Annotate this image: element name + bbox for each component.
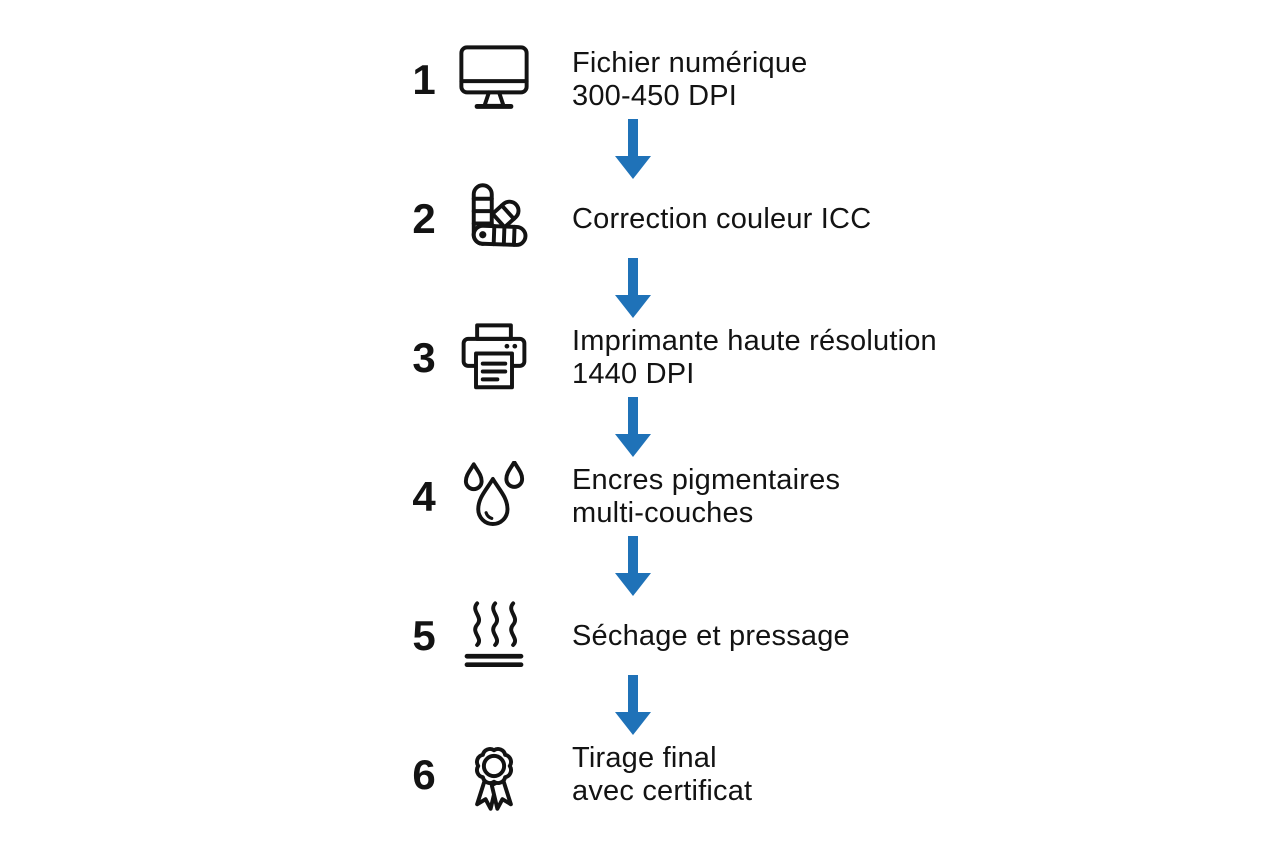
step-label: Tirage final avec certificat bbox=[572, 742, 752, 808]
step-label-line2: 1440 DPI bbox=[572, 358, 695, 390]
step-label: Encres pigmentaires multi-couches bbox=[572, 464, 840, 530]
step-label: Fichier numérique 300-450 DPI bbox=[572, 47, 808, 113]
step-label-line1: Tirage final bbox=[572, 742, 717, 774]
step-label-line2: 300-450 DPI bbox=[572, 80, 738, 112]
arrow-down-icon bbox=[615, 119, 651, 179]
step-label-line2: avec certificat bbox=[572, 775, 753, 807]
ink-drops-icon bbox=[463, 461, 525, 526]
step-number: 3 bbox=[412, 334, 436, 381]
process-step: 3 Imprimante haute résolution 1440 DPI bbox=[402, 322, 937, 394]
flow-arrow-row bbox=[402, 255, 937, 322]
process-step: 1 Fichier numérique 300-450 DPI bbox=[402, 44, 937, 116]
monitor-icon bbox=[459, 45, 529, 109]
step-icon bbox=[452, 600, 536, 672]
step-number: 4 bbox=[412, 473, 436, 520]
heat-icon bbox=[464, 601, 524, 668]
step-number: 2 bbox=[412, 195, 436, 242]
step-icon bbox=[452, 322, 536, 394]
color-swatches-icon bbox=[471, 183, 528, 247]
flow-arrow-row bbox=[402, 533, 937, 600]
process-flow: 1 Fichier numérique 300-450 DPI 2 bbox=[402, 44, 937, 811]
flow-arrow-row bbox=[402, 394, 937, 461]
step-number: 6 bbox=[412, 751, 436, 798]
arrow-down-icon bbox=[615, 397, 651, 457]
printer-icon bbox=[461, 323, 527, 390]
step-label-line1: Séchage et pressage bbox=[572, 619, 850, 652]
step-number: 5 bbox=[412, 612, 436, 659]
process-step: 2 Correction couleur ICC bbox=[402, 183, 937, 255]
award-ribbon-icon bbox=[475, 747, 513, 811]
process-step: 4 Encres pigmentaires multi-couches bbox=[402, 461, 937, 533]
step-label: Séchage et pressage bbox=[572, 620, 850, 653]
step-label-line1: Imprimante haute résolution bbox=[572, 325, 937, 357]
step-icon bbox=[452, 183, 536, 255]
arrow-down-icon bbox=[615, 258, 651, 318]
step-number: 1 bbox=[412, 56, 436, 103]
step-label: Correction couleur ICC bbox=[572, 203, 871, 236]
step-label-line1: Fichier numérique bbox=[572, 47, 808, 79]
step-icon bbox=[452, 739, 536, 811]
flow-arrow-row bbox=[402, 672, 937, 739]
step-label: Imprimante haute résolution 1440 DPI bbox=[572, 325, 937, 391]
process-step: 6 Tirage final avec certificat bbox=[402, 739, 937, 811]
step-icon bbox=[452, 44, 536, 116]
step-label-line2: multi-couches bbox=[572, 497, 754, 529]
step-label-line1: Encres pigmentaires bbox=[572, 464, 841, 496]
step-label-line1: Correction couleur ICC bbox=[572, 202, 872, 235]
flow-arrow-row bbox=[402, 116, 937, 183]
arrow-down-icon bbox=[615, 675, 651, 735]
process-step: 5 Séchage et pressage bbox=[402, 600, 937, 672]
step-icon bbox=[452, 461, 536, 533]
arrow-down-icon bbox=[615, 536, 651, 596]
